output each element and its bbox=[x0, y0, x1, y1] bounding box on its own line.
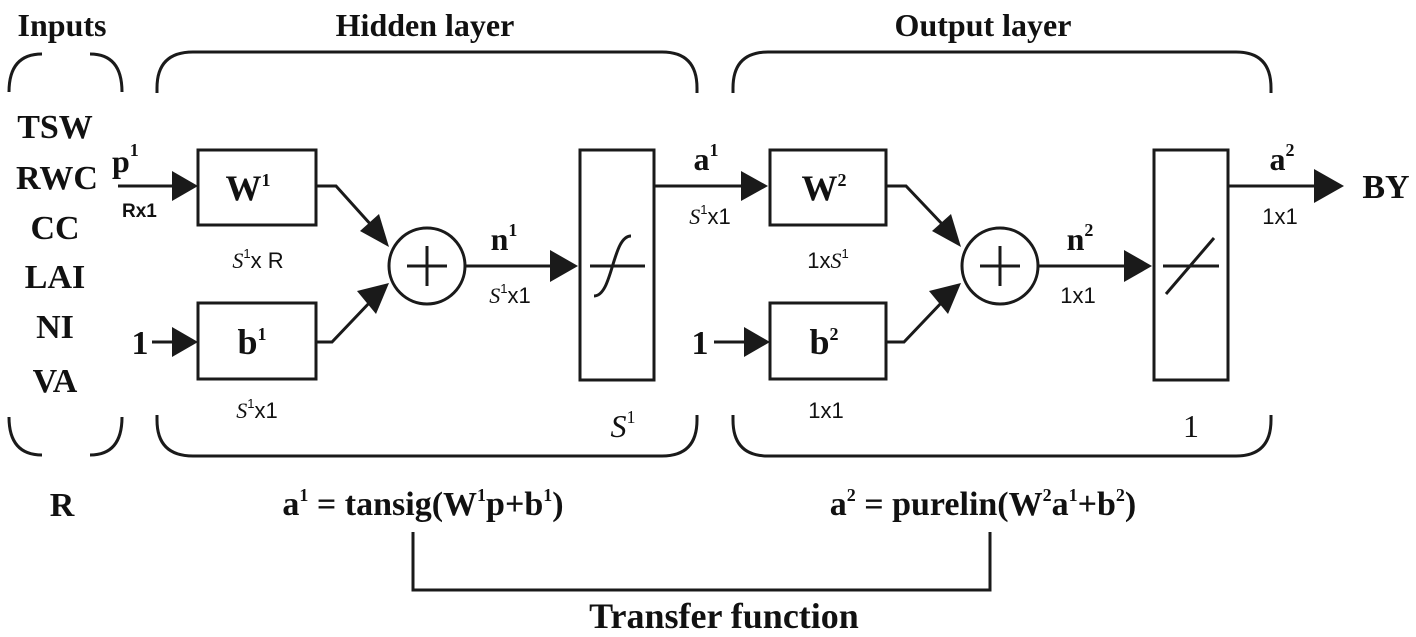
a1-dimension-label: S1x1 bbox=[689, 202, 730, 229]
hidden-layer-bracket bbox=[155, 50, 699, 458]
input-variable: RWC bbox=[16, 160, 98, 197]
b2-label: b2 bbox=[809, 322, 838, 362]
w2-to-summer-arrowhead bbox=[932, 214, 961, 247]
output-equation: a2 = purelin(W2a1+b2) bbox=[830, 485, 1137, 523]
output-layer-header: Output layer bbox=[895, 7, 1072, 43]
output-layer-bracket bbox=[731, 50, 1273, 458]
b1-to-summer-line bbox=[316, 298, 374, 344]
bias-arrowhead-1 bbox=[172, 327, 198, 357]
weight-matrix-w2 bbox=[768, 148, 888, 227]
p-arrowhead bbox=[172, 171, 198, 201]
b1-dimension-label: S1x1 bbox=[236, 396, 277, 423]
p-dimension-label: Rx1 bbox=[122, 201, 157, 222]
n1-dimension-label: S1x1 bbox=[489, 281, 530, 308]
w2-label: W2 bbox=[802, 168, 847, 208]
b1-label: b1 bbox=[237, 322, 266, 362]
a2-arrowhead bbox=[1314, 169, 1344, 203]
transfer-function-label: Transfer function bbox=[589, 596, 859, 636]
input-variable: NI bbox=[36, 309, 74, 346]
n2-arrowhead bbox=[1124, 250, 1152, 282]
n2-dimension-label: 1x1 bbox=[1060, 283, 1095, 308]
b2-to-summer-arrowhead bbox=[929, 283, 961, 314]
a1-arrowhead bbox=[741, 171, 768, 201]
b1-to-summer-arrowhead bbox=[357, 283, 389, 314]
tansig-curve-icon bbox=[593, 234, 632, 298]
b2-dimension-label: 1x1 bbox=[808, 398, 843, 423]
b2-to-summer-line bbox=[886, 298, 946, 344]
p-input-label: p1 bbox=[112, 140, 139, 179]
inputs-header: Inputs bbox=[18, 7, 107, 43]
input-variable-list: TSW RWC CC LAI NI VA bbox=[16, 109, 98, 400]
w1-label: W1 bbox=[226, 168, 271, 208]
output-size-label: 1 bbox=[1183, 408, 1199, 444]
w1-to-summer-line bbox=[316, 184, 374, 228]
a1-label: a1 bbox=[694, 140, 719, 177]
w1-dimension-label: S1x R bbox=[232, 246, 283, 273]
input-variable: LAI bbox=[25, 259, 85, 296]
input-size-label: R bbox=[50, 487, 75, 524]
output-variable-label: BY bbox=[1362, 169, 1409, 206]
input-variable: TSW bbox=[17, 109, 93, 146]
bias-input-2: 1 bbox=[692, 325, 709, 362]
n1-arrowhead bbox=[550, 250, 578, 282]
inputs-bracket bbox=[7, 52, 124, 457]
input-variable: CC bbox=[30, 210, 79, 247]
bias-input-1: 1 bbox=[132, 325, 149, 362]
hidden-equation: a1 = tansig(W1p+b1) bbox=[282, 485, 563, 523]
purelin-line-icon bbox=[1164, 237, 1216, 295]
w2-to-summer-line bbox=[886, 184, 946, 228]
n2-label: n2 bbox=[1067, 220, 1094, 257]
hidden-size-label: S1 bbox=[611, 407, 636, 444]
w1-to-summer-arrowhead bbox=[360, 214, 389, 247]
bias-vector-b2 bbox=[768, 301, 888, 381]
transfer-function-bracket bbox=[411, 532, 992, 592]
input-variable: VA bbox=[33, 363, 78, 400]
bias-arrowhead-2 bbox=[744, 327, 770, 357]
a2-label: a2 bbox=[1270, 140, 1295, 177]
hidden-layer-header: Hidden layer bbox=[336, 7, 515, 43]
n1-label: n1 bbox=[491, 220, 518, 257]
bias-vector-b1 bbox=[196, 301, 318, 381]
w2-dimension-label: 1xS1 bbox=[807, 246, 848, 273]
a2-dimension-label: 1x1 bbox=[1262, 204, 1297, 229]
